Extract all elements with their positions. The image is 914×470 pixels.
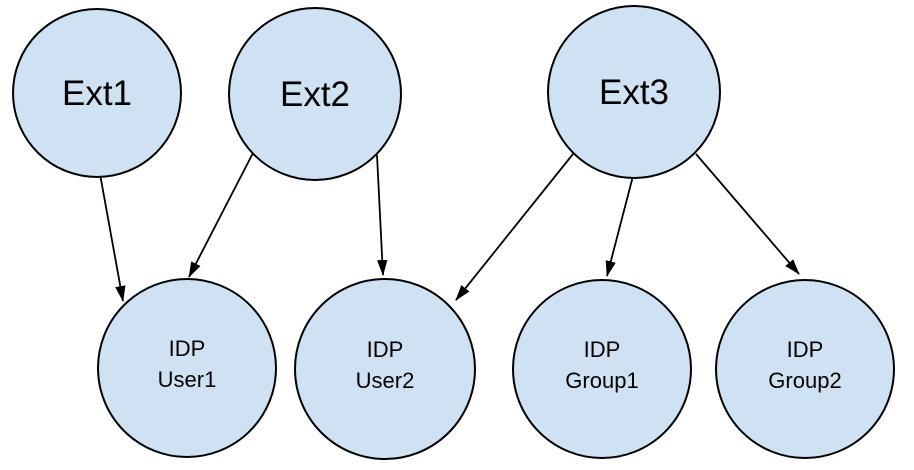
edge-ext3-user2[interactable] <box>455 153 574 301</box>
node-ext1-label: Ext1 <box>62 74 132 113</box>
edge-ext1-user1[interactable] <box>99 173 126 302</box>
node-ext2[interactable]: Ext2 <box>228 7 402 181</box>
node-user1-circle <box>97 278 277 458</box>
node-ext3-label: Ext3 <box>599 73 669 112</box>
node-ext3[interactable]: Ext3 <box>547 5 721 179</box>
edge-ext2-user1[interactable] <box>188 152 254 278</box>
node-ext2-label: Ext2 <box>280 75 350 114</box>
node-ext1[interactable]: Ext1 <box>12 8 182 178</box>
node-group2-circle <box>715 279 895 459</box>
node-ext2-circle <box>228 7 402 181</box>
node-ext3-circle <box>547 5 721 179</box>
node-user2-circle <box>294 278 476 460</box>
edge-ext3-group1[interactable] <box>605 175 634 277</box>
edge-ext3-group2[interactable] <box>695 153 800 275</box>
edge-ext2-user2[interactable] <box>376 154 388 276</box>
node-ext1-circle <box>12 8 182 178</box>
node-group1-circle <box>512 279 692 459</box>
